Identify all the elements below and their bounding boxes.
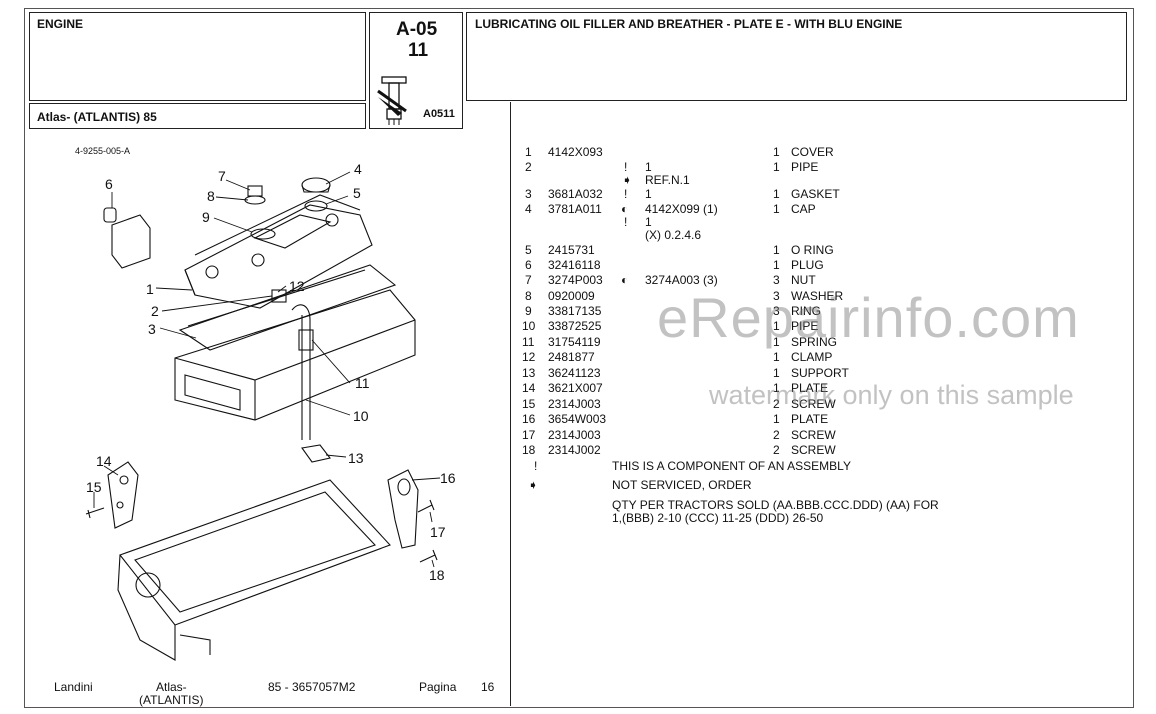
not-serviced-note: NOT SERVICED, ORDER xyxy=(612,478,752,492)
component-note: THIS IS A COMPONENT OF AN ASSEMBLY xyxy=(612,459,851,473)
watermark-text: eRepairinfo.com xyxy=(657,286,1080,349)
exploded-parts-drawing xyxy=(85,171,441,661)
section-subcode: 11 xyxy=(408,40,429,61)
footer-brand: Landini xyxy=(54,680,93,694)
footer-page-label: Pagina xyxy=(419,680,457,694)
page-frame xyxy=(24,8,1134,708)
plate-title: LUBRICATING OIL FILLER AND BREATHER - PL… xyxy=(475,17,903,31)
column-divider xyxy=(510,102,511,706)
model-title: Atlas- (ATLANTIS) 85 xyxy=(37,110,157,124)
callout-5: 5 xyxy=(353,185,361,201)
callout-1: 1 xyxy=(146,281,154,297)
callout-12: 12 xyxy=(289,278,305,294)
qty-note-line1: QTY PER TRACTORS SOLD (AA.BBB.CCC.DDD) (… xyxy=(612,498,939,512)
drawing-reference: 4-9255-005-A xyxy=(75,146,131,156)
section-code: A-05 xyxy=(396,19,438,40)
callout-15: 15 xyxy=(86,479,102,495)
watermark-subtext: watermark only on this sample xyxy=(709,380,1074,410)
component-symbol: ! xyxy=(534,459,538,473)
section-title: ENGINE xyxy=(37,17,84,31)
footer-number: 85 - 3657057M2 xyxy=(268,680,356,694)
callout-2: 2 xyxy=(151,303,159,319)
model-box: Atlas- (ATLANTIS) 85 xyxy=(29,103,366,129)
callout-8: 8 xyxy=(207,188,215,204)
callout-17: 17 xyxy=(430,524,446,540)
callout-13: 13 xyxy=(348,450,364,466)
callout-4: 4 xyxy=(354,161,362,177)
callout-7: 7 xyxy=(218,168,226,184)
callout-18: 18 xyxy=(429,567,445,583)
callout-11: 11 xyxy=(355,375,370,391)
callout-6: 6 xyxy=(105,176,113,192)
plate-code: A0511 xyxy=(423,108,455,120)
section-box: ENGINE xyxy=(29,12,366,101)
callout-9: 9 xyxy=(202,209,210,225)
not-serviced-symbol: ➧ xyxy=(528,478,539,492)
callout-10: 10 xyxy=(353,408,369,424)
title-box: LUBRICATING OIL FILLER AND BREATHER - PL… xyxy=(466,12,1127,101)
footer-model-line1: Atlas- xyxy=(156,680,187,694)
footer-model-line2: (ATLANTIS) xyxy=(139,693,204,707)
callout-3: 3 xyxy=(148,321,156,337)
footer-page-number: 16 xyxy=(481,680,495,694)
qty-note-line2: 1,(BBB) 2-10 (CCC) 11-25 (DDD) 26-50 xyxy=(612,511,824,525)
callout-16: 16 xyxy=(440,470,456,486)
callout-14: 14 xyxy=(96,453,112,469)
code-box: A-05 11 A0511 xyxy=(369,12,463,129)
engine-part-icon xyxy=(377,76,407,125)
